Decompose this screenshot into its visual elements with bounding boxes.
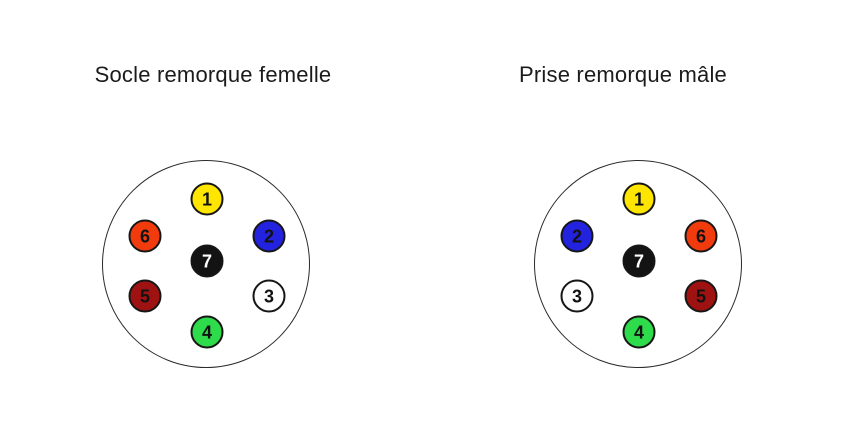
pin-1: 1 xyxy=(622,182,656,216)
pin-2: 2 xyxy=(560,219,594,253)
pin-3: 3 xyxy=(560,279,594,313)
pin-7: 7 xyxy=(190,244,224,278)
pin-4: 4 xyxy=(622,315,656,349)
female-socket-title: Socle remorque femelle xyxy=(94,62,332,87)
pin-2: 2 xyxy=(252,219,286,253)
pin-1: 1 xyxy=(190,182,224,216)
pin-5: 5 xyxy=(128,279,162,313)
male-plug-title: Prise remorque mâle xyxy=(519,62,727,87)
pin-5: 5 xyxy=(684,279,718,313)
pin-7: 7 xyxy=(622,244,656,278)
pin-4: 4 xyxy=(190,315,224,349)
pin-6: 6 xyxy=(128,219,162,253)
pin-3: 3 xyxy=(252,279,286,313)
pin-6: 6 xyxy=(684,219,718,253)
